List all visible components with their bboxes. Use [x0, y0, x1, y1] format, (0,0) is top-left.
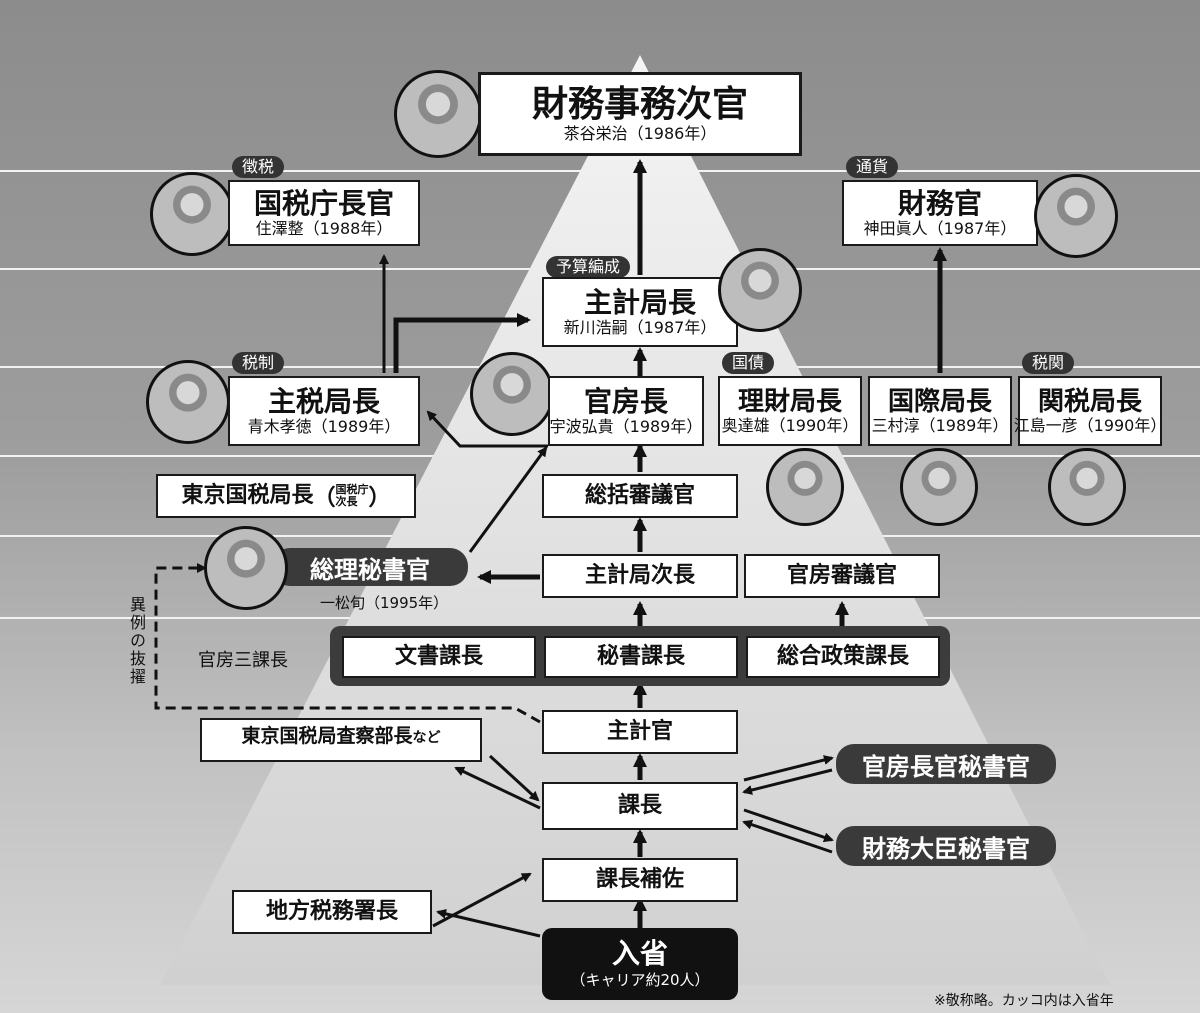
note-line-2: 次長: [335, 495, 358, 508]
vice-minister-title: 財務事務次官: [531, 84, 748, 125]
kokuzei-title: 国税庁長官: [253, 187, 394, 220]
note-line-1: 国税庁: [335, 483, 369, 496]
rizai-name: 奥達雄（1990年）: [721, 416, 859, 435]
kanbo-box: 官房長 宇波弘貴（1989年）: [548, 376, 704, 446]
shukeikan-title: 主計官: [606, 719, 673, 744]
kokusai-box: 国際局長 三村淳（1989年）: [868, 376, 1012, 446]
sasatsu-title: 東京国税局査察部長: [241, 725, 413, 747]
kanbo-shingi-title: 官房審議官: [786, 563, 897, 588]
zaimukan-photo: [1034, 174, 1118, 258]
shukei-jicho-title: 主計局次長: [584, 563, 695, 588]
kanbo-name: 宇波弘貴（1989年）: [549, 417, 703, 436]
kokusai-name: 三村淳（1989年）: [871, 416, 1009, 435]
sasatsu-suffix: など: [412, 730, 441, 746]
kokuzei-tag: 徴税: [232, 156, 285, 178]
paren-close: ）: [368, 486, 391, 511]
ireino-label: 異例の抜擢: [127, 596, 146, 686]
kanbo-title: 官房長: [583, 385, 668, 418]
kacho-box: 課長: [542, 782, 738, 830]
tokyo-kokuzei-box: 東京国税局長 （ 国税庁 次長 ）: [156, 474, 416, 518]
rizai-tag: 国債: [722, 352, 775, 374]
shuzei-title: 主税局長: [267, 385, 380, 418]
kanzei-box: 関税局長 江島一彦（1990年）: [1014, 376, 1166, 446]
kanbo-photo: [470, 352, 554, 436]
chiho-title: 地方税務署長: [265, 899, 398, 924]
pm-secretary-pill: 総理秘書官: [272, 548, 468, 586]
kokusai-title: 国際局長: [887, 387, 992, 417]
shukei-jicho-box: 主計局次長: [542, 554, 738, 598]
rizai-box: 理財局長 奥達雄（1990年）: [718, 376, 862, 446]
hosa-box: 課長補佐: [542, 858, 738, 902]
kanbo-shingi-box: 官房審議官: [744, 554, 940, 598]
shukeikan-box: 主計官: [542, 710, 738, 754]
shuzei-box: 主税局長 青木孝徳（1989年）: [228, 376, 420, 446]
entry-box: 入省 （キャリア約20人）: [542, 928, 738, 1000]
zaimukan-box: 財務官 神田眞人（1987年）: [842, 180, 1038, 246]
daijin-secretary-pill: 財務大臣秘書官: [836, 826, 1056, 866]
shukei-photo: [718, 248, 802, 332]
entry-sub: （キャリア約20人）: [570, 971, 710, 989]
sankacho-item-bunsho: 文書課長: [342, 636, 536, 678]
shukei-tag: 予算編成: [546, 256, 631, 278]
shuzei-name: 青木孝徳（1989年）: [247, 417, 401, 436]
chiho-box: 地方税務署長: [232, 890, 432, 934]
vice-minister-name: 茶谷栄治（1986年）: [563, 124, 717, 143]
paren-open: （: [313, 486, 336, 511]
vice-minister-box: 財務事務次官 茶谷栄治（1986年）: [478, 72, 802, 156]
shuzei-photo: [146, 360, 230, 444]
zaimukan-title: 財務官: [897, 187, 982, 220]
sasatsu-box: 東京国税局査察部長 など: [200, 718, 482, 762]
tokyo-kokuzei-note: 国税庁 次長: [336, 484, 369, 508]
kokuzei-name: 住澤整（1988年）: [255, 219, 393, 238]
shukei-title: 主計局長: [583, 286, 696, 319]
sankacho-label: 官房三課長: [198, 650, 288, 671]
hosa-title: 課長補佐: [595, 867, 684, 892]
shukei-name: 新川浩嗣（1987年）: [563, 318, 717, 337]
zaimukan-name: 神田眞人（1987年）: [863, 219, 1017, 238]
footnote: ※敬称略。カッコ内は入省年: [934, 993, 1114, 1009]
kanzei-tag: 税関: [1022, 352, 1075, 374]
shuzei-tag: 税制: [232, 352, 285, 374]
kanzei-name: 江島一彦（1990年）: [1013, 416, 1167, 435]
kokuzei-box: 国税庁長官 住澤整（1988年）: [228, 180, 420, 246]
entry-title: 入省: [611, 937, 668, 970]
sokatsu-box: 総括審議官: [542, 474, 738, 518]
chokan-secretary-pill: 官房長官秘書官: [836, 744, 1056, 784]
kacho-title: 課長: [617, 793, 662, 818]
rizai-title: 理財局長: [737, 387, 842, 417]
sokatsu-title: 総括審議官: [584, 483, 695, 508]
sankacho-item-label: 総合政策課長: [776, 644, 909, 669]
pm-secretary-name: 一松旬（1995年）: [320, 594, 449, 612]
kanzei-title: 関税局長: [1037, 387, 1142, 417]
tokyo-kokuzei-title: 東京国税局長: [181, 483, 314, 508]
sankacho-item-hisho: 秘書課長: [544, 636, 738, 678]
kanzei-photo: [1048, 448, 1126, 526]
sankacho-item-label: 文書課長: [394, 644, 483, 669]
zaimukan-tag: 通貨: [846, 156, 899, 178]
shukei-box: 主計局長 新川浩嗣（1987年）: [542, 277, 738, 347]
kokusai-photo: [900, 448, 978, 526]
kokuzei-photo: [150, 172, 234, 256]
pm-secretary-photo: [204, 526, 288, 610]
sankacho-item-label: 秘書課長: [596, 644, 685, 669]
rizai-photo: [766, 448, 844, 526]
sankacho-item-sogo: 総合政策課長: [746, 636, 940, 678]
top-official-photo: [394, 70, 482, 158]
